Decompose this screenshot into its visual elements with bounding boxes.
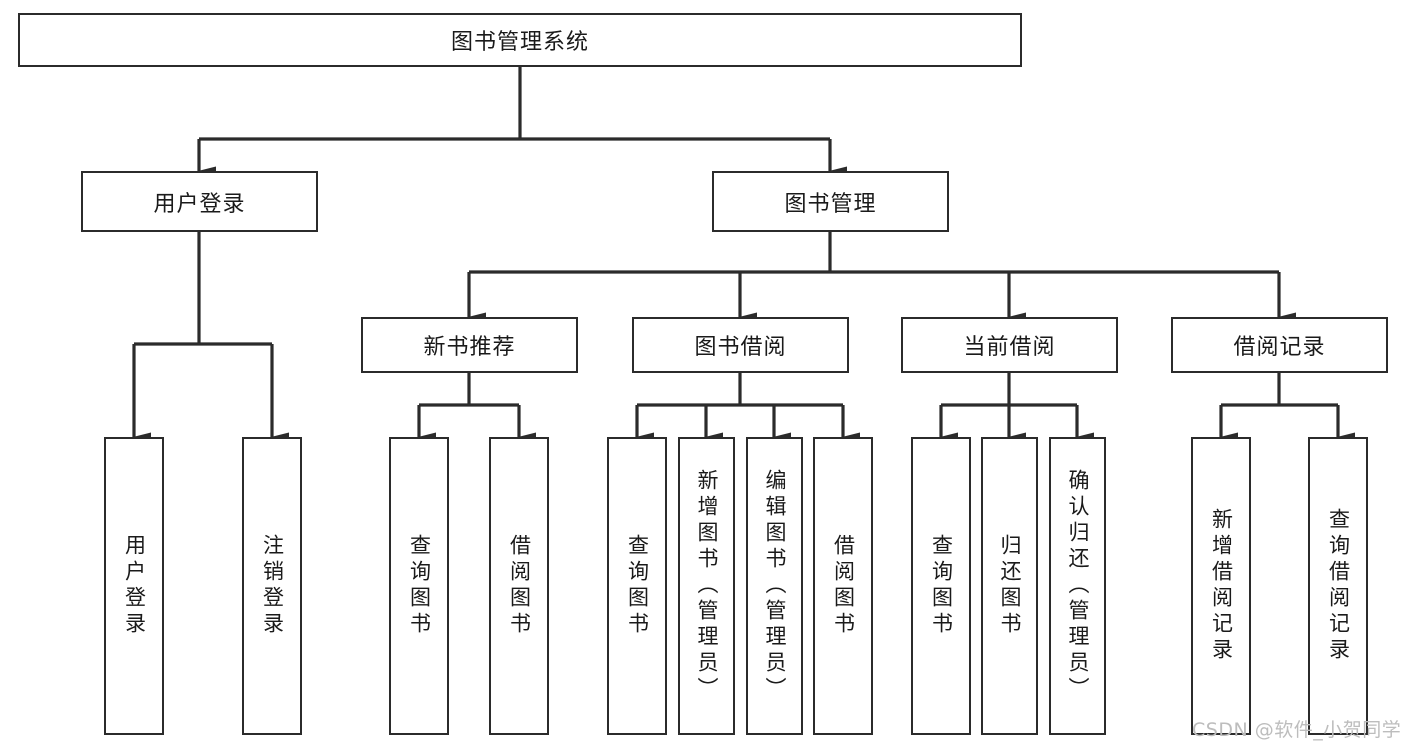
csdn-watermark: CSDN @软件_小贺同学 (1192, 719, 1402, 741)
node-root[interactable]: 图书管理系统 (18, 13, 1022, 67)
leaf-user-login[interactable]: 用户登录 (104, 437, 164, 735)
leaf-return-book[interactable]: 归还图书 (981, 437, 1038, 735)
leaf-edit-book[interactable]: 编辑图书（管理员） (746, 437, 803, 735)
leaf-add-book-label: 新增图书（管理员） (695, 469, 719, 703)
leaf-user-logout[interactable]: 注销登录 (242, 437, 302, 735)
node-book-borrow[interactable]: 图书借阅 (632, 317, 849, 373)
leaf-borrow-book-rec-label: 借阅图书 (507, 534, 532, 638)
node-current-borrow[interactable]: 当前借阅 (901, 317, 1118, 373)
node-borrow-record[interactable]: 借阅记录 (1171, 317, 1388, 373)
leaf-query-book-rec-label: 查询图书 (407, 534, 432, 638)
node-book-borrow-label: 图书借阅 (694, 335, 787, 360)
node-new-book-rec[interactable]: 新书推荐 (361, 317, 578, 373)
leaf-user-login-label: 用户登录 (122, 534, 147, 638)
node-book-manage-label: 图书管理 (784, 191, 877, 217)
node-root-label: 图书管理系统 (450, 30, 589, 55)
leaf-borrow-book-label: 借阅图书 (831, 534, 856, 638)
leaf-return-book-label: 归还图书 (998, 534, 1022, 638)
node-borrow-record-label: 借阅记录 (1233, 335, 1326, 360)
leaf-borrow-book-rec[interactable]: 借阅图书 (489, 437, 549, 735)
leaf-query-book-borrow[interactable]: 查询图书 (607, 437, 667, 735)
leaf-edit-book-label: 编辑图书（管理员） (763, 469, 787, 703)
node-current-borrow-label: 当前借阅 (963, 335, 1056, 360)
leaf-query-record-label: 查询借阅记录 (1326, 508, 1351, 664)
leaf-add-record[interactable]: 新增借阅记录 (1191, 437, 1251, 735)
leaf-add-record-label: 新增借阅记录 (1209, 508, 1234, 664)
leaf-query-book-current[interactable]: 查询图书 (911, 437, 971, 735)
leaf-confirm-return-label: 确认归还（管理员） (1066, 469, 1090, 703)
node-user-login[interactable]: 用户登录 (81, 171, 318, 232)
leaf-query-book-borrow-label: 查询图书 (625, 534, 650, 638)
leaf-query-record[interactable]: 查询借阅记录 (1308, 437, 1368, 735)
leaf-add-book[interactable]: 新增图书（管理员） (678, 437, 735, 735)
leaf-query-book-rec[interactable]: 查询图书 (389, 437, 449, 735)
node-book-manage[interactable]: 图书管理 (712, 171, 949, 232)
leaf-borrow-book[interactable]: 借阅图书 (813, 437, 873, 735)
node-new-book-rec-label: 新书推荐 (423, 335, 516, 360)
leaf-query-book-current-label: 查询图书 (929, 534, 954, 638)
leaf-user-logout-label: 注销登录 (260, 534, 285, 638)
leaf-confirm-return[interactable]: 确认归还（管理员） (1049, 437, 1106, 735)
node-user-login-label: 用户登录 (153, 191, 246, 217)
